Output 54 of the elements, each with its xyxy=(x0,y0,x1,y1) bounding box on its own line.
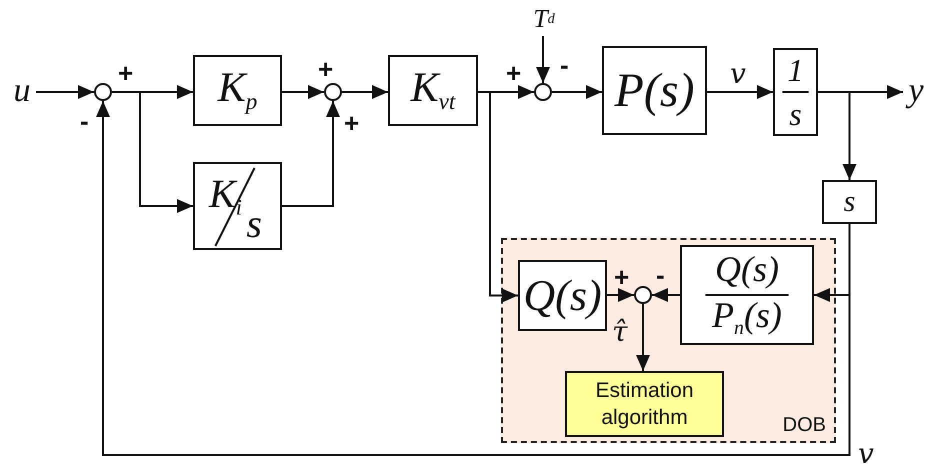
math-expression: P(s) xyxy=(614,66,694,114)
process-box xyxy=(565,371,724,437)
arrow xyxy=(282,85,324,99)
signal-label: u xyxy=(8,74,36,108)
denominator: s xyxy=(788,98,803,130)
sign-label: + xyxy=(506,60,522,86)
numerator: 1 xyxy=(786,54,804,86)
arrow xyxy=(607,288,634,302)
math-expression: Q(s) xyxy=(523,274,602,318)
summing-junction xyxy=(324,83,342,101)
transfer-function-block xyxy=(822,180,877,224)
arrow xyxy=(707,85,773,99)
dashed-region xyxy=(501,238,836,443)
arrow xyxy=(552,85,602,99)
transfer-function-block xyxy=(193,55,282,126)
arrow xyxy=(536,36,550,83)
transfer-function-block xyxy=(773,48,818,136)
edge-label: v xyxy=(858,440,874,466)
summing-junction xyxy=(94,83,112,101)
sign-label: + xyxy=(318,56,334,82)
arrow xyxy=(282,101,340,207)
math-expression: K$_{vt}$ xyxy=(410,67,456,114)
transfer-function-block xyxy=(602,46,707,135)
arrow xyxy=(96,101,850,456)
numerator: Q(s) xyxy=(714,251,780,287)
arrow xyxy=(36,85,94,99)
arrow xyxy=(652,288,680,302)
edge-label: τ̂ xyxy=(612,318,628,346)
transfer-function-block xyxy=(388,55,478,126)
arrow xyxy=(112,91,193,213)
numerator: K$_{i}$ xyxy=(209,174,242,219)
transfer-function-block xyxy=(518,260,607,331)
box-text: Estimation algorithm xyxy=(594,378,695,431)
sign-label: + xyxy=(344,110,360,136)
summing-junction xyxy=(634,286,652,304)
sign-label: + xyxy=(614,264,630,290)
denominator: P$_{n}$(s) xyxy=(710,297,783,339)
arrow xyxy=(636,304,650,371)
denominator: s xyxy=(246,204,262,244)
region-label: DOB xyxy=(782,414,826,437)
math-expression: K$_{p}$ xyxy=(218,67,258,114)
edge-label: v xyxy=(730,60,746,88)
arrow xyxy=(478,91,518,302)
sign-label: - xyxy=(560,52,569,78)
signal-label: y xyxy=(903,74,929,108)
summing-junction xyxy=(534,83,552,101)
transfer-function-block xyxy=(680,245,814,345)
transfer-function-block xyxy=(193,162,282,250)
sign-label: - xyxy=(656,262,665,288)
math-expression: s xyxy=(844,187,856,217)
sign-label: - xyxy=(80,108,89,134)
sign-label: + xyxy=(118,60,134,86)
arrow xyxy=(342,85,388,99)
arrow xyxy=(818,91,856,180)
